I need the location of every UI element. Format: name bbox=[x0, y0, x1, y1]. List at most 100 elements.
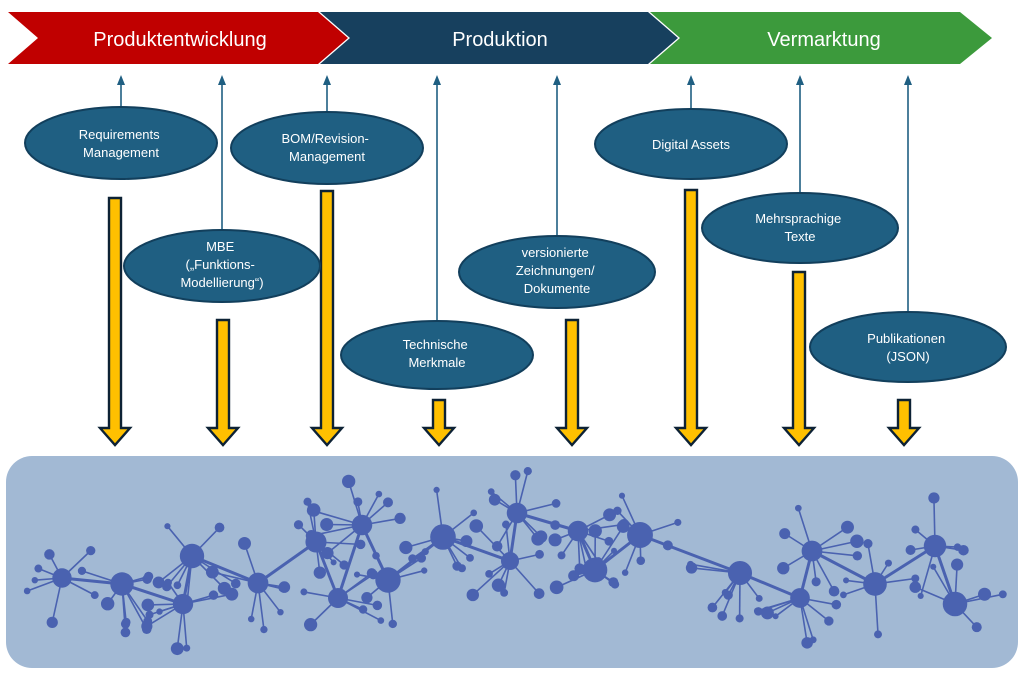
network-leaf-node bbox=[618, 492, 626, 499]
network-leaf-node bbox=[164, 523, 171, 530]
node-oval bbox=[809, 311, 1007, 383]
network-link bbox=[874, 544, 936, 586]
network-leaf-node bbox=[330, 559, 337, 566]
network-leaf-node bbox=[355, 539, 366, 550]
flow-arrow-technische-merkmale bbox=[421, 398, 457, 447]
network-leaf-node bbox=[353, 571, 361, 578]
network-hub-node bbox=[582, 557, 608, 583]
network-hub-node bbox=[567, 520, 589, 542]
node-oval bbox=[458, 235, 656, 309]
network-leaf-node bbox=[777, 562, 790, 575]
phase-chevron-marketing: Vermarktung bbox=[650, 12, 992, 64]
network-leaf-node bbox=[377, 617, 385, 624]
network-leaf-node bbox=[603, 508, 617, 522]
network-leaf-node bbox=[421, 548, 429, 556]
network-leaf-node bbox=[375, 490, 383, 498]
network-leaf-node bbox=[828, 585, 840, 597]
network-leaf-node bbox=[911, 574, 920, 583]
network-leaf-node bbox=[685, 562, 698, 574]
network-leaf-node bbox=[841, 520, 854, 534]
network-hub-node bbox=[247, 572, 269, 594]
network-leaf-node bbox=[533, 588, 545, 599]
network-leaf-node bbox=[433, 486, 440, 494]
node-label: Mehrsprachige Texte bbox=[755, 211, 845, 244]
network-leaf-node bbox=[616, 520, 630, 533]
network-leaf-node bbox=[300, 588, 308, 596]
network-leaf-node bbox=[306, 505, 318, 517]
network-leaf-node bbox=[502, 520, 510, 529]
node-label: BOM/Revision- Management bbox=[281, 131, 372, 164]
network-leaf-node bbox=[491, 578, 506, 592]
network-leaf-node bbox=[510, 470, 521, 481]
node-label: versionierte Zeichnungen/ Dokumente bbox=[516, 245, 598, 296]
network-leaf-node bbox=[863, 539, 873, 549]
network-leaf-node bbox=[930, 563, 937, 570]
network-hub-node bbox=[790, 588, 810, 608]
network-leaf-node bbox=[466, 554, 474, 562]
network-graphic bbox=[23, 467, 1007, 656]
network-leaf-node bbox=[754, 607, 763, 616]
network-leaf-node bbox=[31, 576, 39, 584]
network-leaf-node bbox=[293, 520, 304, 530]
network-leaf-node bbox=[372, 551, 380, 560]
network-leaf-node bbox=[361, 592, 373, 604]
network-leaf-node bbox=[707, 602, 718, 613]
network-leaf-node bbox=[120, 619, 131, 629]
network-hub-node bbox=[506, 502, 528, 524]
network-hub-node bbox=[863, 572, 887, 596]
network-leaf-node bbox=[77, 566, 87, 576]
network-hub-node bbox=[500, 551, 520, 571]
network-leaf-node bbox=[928, 492, 940, 504]
network-leaf-node bbox=[313, 566, 326, 579]
network-leaf-node bbox=[531, 532, 545, 546]
network-leaf-node bbox=[551, 499, 561, 508]
network-leaf-node bbox=[358, 605, 368, 614]
network-hub-node bbox=[727, 560, 753, 586]
network-link bbox=[336, 524, 364, 599]
network-leaf-node bbox=[320, 517, 334, 532]
node-technische-merkmale: Technische Merkmale bbox=[340, 320, 534, 390]
network-leaf-node bbox=[141, 620, 153, 632]
network-leaf-node bbox=[523, 467, 532, 476]
node-requirements: Requirements Management bbox=[24, 106, 218, 180]
network-leaf-node bbox=[917, 592, 924, 599]
phase-chevron-development: Produktentwicklung bbox=[8, 12, 348, 64]
network-hub-node bbox=[110, 572, 134, 596]
flow-arrow-requirements bbox=[97, 196, 133, 447]
network-leaf-node bbox=[217, 581, 231, 595]
network-leaf-node bbox=[971, 622, 982, 633]
network-leaf-node bbox=[421, 567, 428, 574]
network-leaf-node bbox=[717, 611, 728, 621]
network-link bbox=[257, 540, 317, 585]
network-leaf-node bbox=[100, 597, 115, 611]
network-leaf-node bbox=[662, 540, 673, 551]
network-leaf-node bbox=[469, 519, 484, 533]
network-hub-node bbox=[801, 540, 823, 562]
connector-arrows bbox=[117, 75, 912, 327]
network-leaf-node bbox=[588, 524, 602, 538]
network-leaf-node bbox=[852, 551, 863, 561]
network-leaf-node bbox=[674, 518, 682, 526]
network-leaf-node bbox=[824, 616, 834, 626]
network-link bbox=[811, 549, 876, 586]
network-leaf-node bbox=[143, 571, 154, 582]
network-hub-node bbox=[942, 591, 968, 617]
network-leaf-node bbox=[491, 540, 503, 552]
network-leaf-node bbox=[911, 525, 920, 534]
network-leaf-node bbox=[394, 512, 406, 525]
network-leaf-node bbox=[170, 642, 184, 656]
network-leaf-node bbox=[457, 564, 466, 573]
network-leaf-node bbox=[90, 591, 99, 600]
network-leaf-node bbox=[998, 590, 1007, 599]
network-leaf-node bbox=[183, 644, 191, 652]
network-leaf-node bbox=[905, 545, 916, 555]
node-oval bbox=[701, 192, 899, 264]
node-oval bbox=[594, 108, 788, 180]
network-leaf-node bbox=[772, 613, 779, 620]
network-leaf-node bbox=[303, 618, 318, 632]
network-leaf-node bbox=[604, 536, 614, 546]
phase-label-production: Produktion bbox=[452, 29, 548, 51]
flow-arrow-publikationen bbox=[886, 398, 922, 447]
network-leaf-node bbox=[487, 488, 495, 495]
network-leaf-node bbox=[840, 591, 847, 599]
